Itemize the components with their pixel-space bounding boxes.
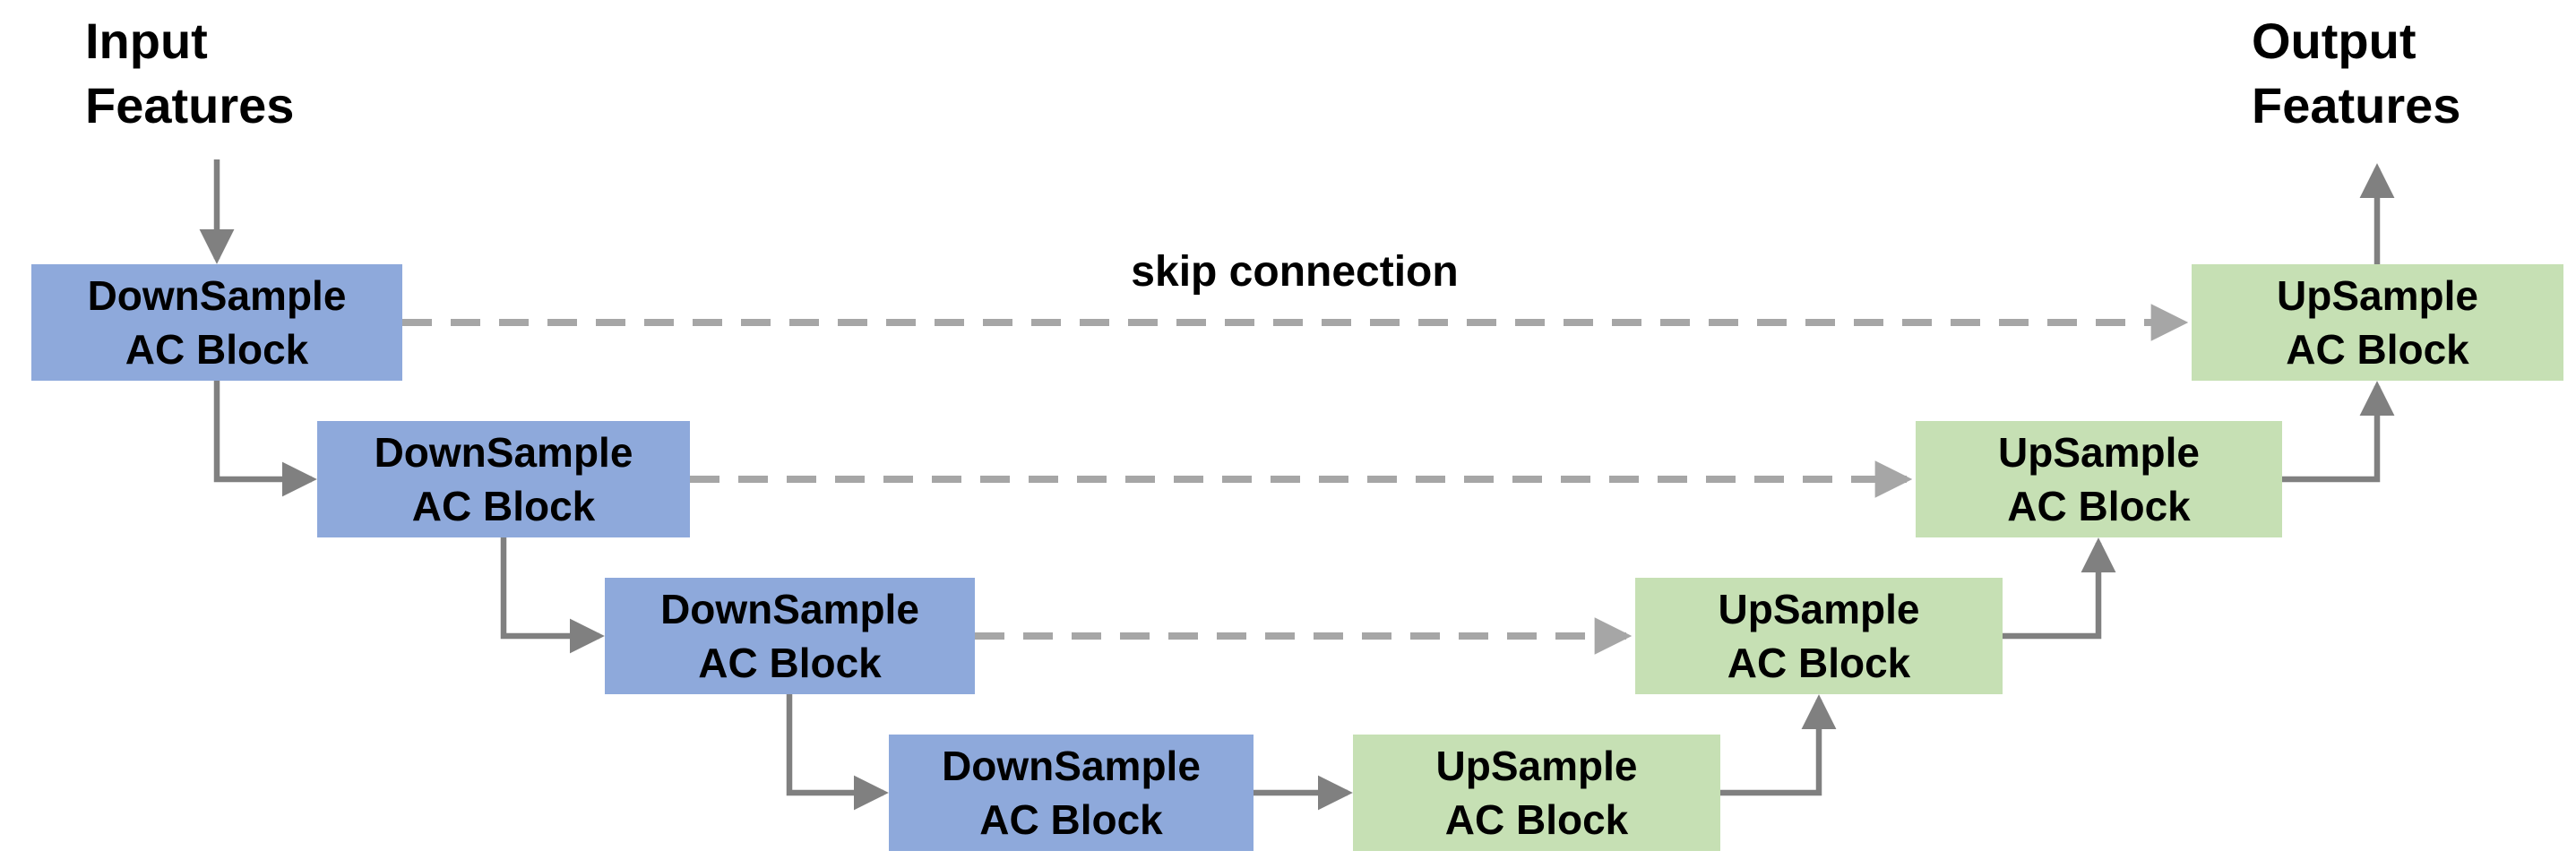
- block-label-line1: UpSample: [1718, 586, 1920, 632]
- encoder-connector-1-2: [213, 381, 317, 497]
- block-label-line2: AC Block: [1727, 640, 1911, 686]
- downsample-ac-block-1: DownSample AC Block: [31, 264, 402, 381]
- encoder-connector-3-4: [786, 694, 889, 811]
- encoder-connector-2-3: [500, 537, 605, 654]
- block-label-line2: AC Block: [979, 796, 1163, 843]
- decoder-connector-4-3: [1720, 694, 1837, 796]
- decoder-connector-2-1: [2282, 381, 2395, 483]
- block-label-line2: AC Block: [2007, 483, 2191, 529]
- block-label-line1: DownSample: [374, 429, 633, 476]
- block-label-line2: AC Block: [2286, 326, 2469, 373]
- input-features-line1: Input: [85, 13, 208, 69]
- block-label-line2: AC Block: [1444, 796, 1629, 843]
- block-label-line1: DownSample: [660, 586, 919, 632]
- block-label-line1: UpSample: [1435, 743, 1638, 789]
- input-features-line2: Features: [85, 77, 295, 133]
- output-features-label: Output Features: [2252, 9, 2460, 138]
- output-features-line1: Output: [2252, 13, 2417, 69]
- upsample-ac-block-1: UpSample AC Block: [2192, 264, 2563, 381]
- block-label-line1: UpSample: [2277, 272, 2478, 319]
- decoder-connector-3-2: [2003, 537, 2116, 640]
- skip-connection-label: skip connection: [1131, 248, 1459, 296]
- upsample-ac-block-4: UpSample AC Block: [1353, 735, 1720, 851]
- input-features-label: Input Features: [85, 9, 294, 138]
- block-label-line2: AC Block: [698, 640, 882, 686]
- downsample-ac-block-3: DownSample AC Block: [605, 578, 975, 694]
- upsample-ac-block-3: UpSample AC Block: [1635, 578, 2003, 694]
- upsample-ac-block-2: UpSample AC Block: [1916, 421, 2282, 537]
- downsample-ac-block-2: DownSample AC Block: [317, 421, 690, 537]
- block-label-line2: AC Block: [125, 326, 309, 373]
- block-label-line2: AC Block: [411, 483, 596, 529]
- output-features-line2: Features: [2252, 77, 2461, 133]
- block-label-line1: UpSample: [1998, 429, 2200, 476]
- block-label-line1: DownSample: [87, 272, 347, 319]
- downsample-ac-block-4: DownSample AC Block: [889, 735, 1254, 851]
- block-label-line1: DownSample: [942, 743, 1201, 789]
